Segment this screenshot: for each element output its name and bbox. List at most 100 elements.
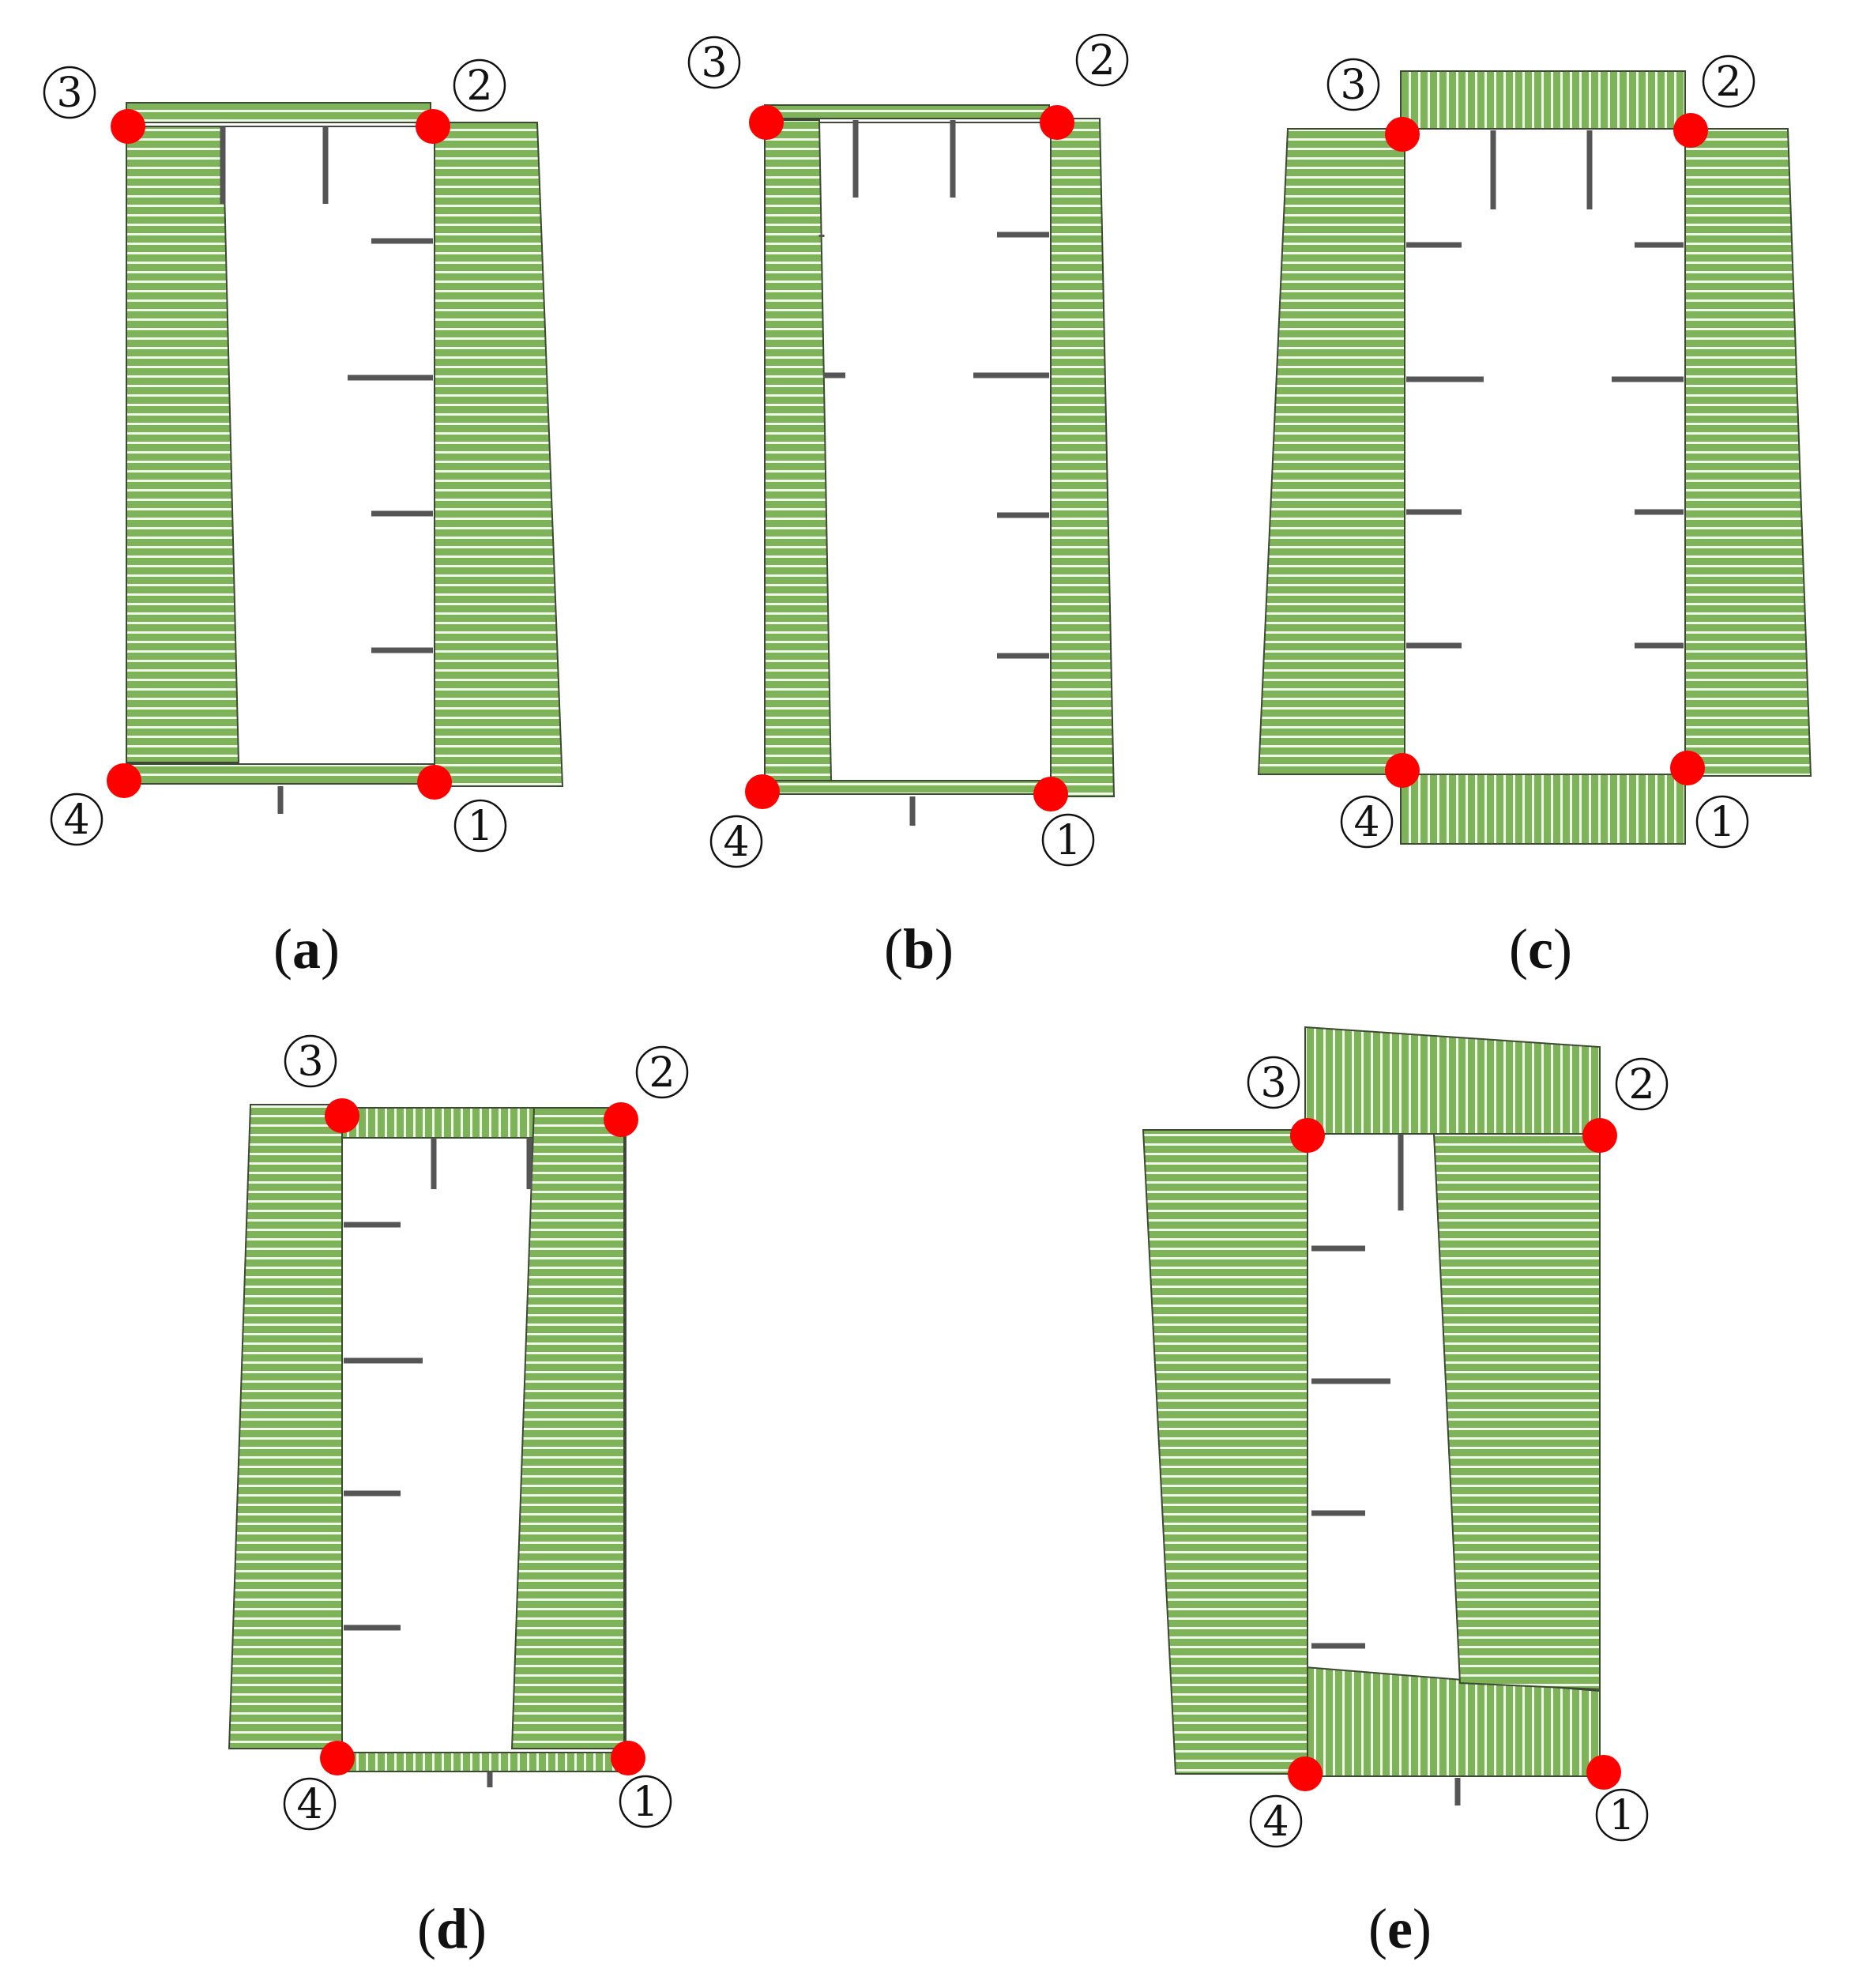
node-label-2: 2 xyxy=(635,1045,689,1099)
label-circle xyxy=(687,36,741,89)
node-marker xyxy=(745,774,780,809)
node-label-4: 4 xyxy=(709,815,763,868)
node-label-3: 3 xyxy=(1326,58,1380,111)
label-circle xyxy=(283,1777,337,1831)
panel-caption: (d) xyxy=(417,1897,487,1960)
label-text: 1 xyxy=(1055,817,1081,864)
label-text: 3 xyxy=(701,40,727,87)
diagram-beam-top xyxy=(341,1107,535,1139)
label-circle xyxy=(1595,1788,1649,1842)
diagram-column-right xyxy=(510,1107,625,1749)
panel-caption: (a) xyxy=(273,917,340,981)
label-circle xyxy=(1340,795,1394,849)
node-label-1: 1 xyxy=(1695,795,1749,849)
diagram-beam-top xyxy=(126,102,431,123)
node-marker xyxy=(1586,1755,1621,1790)
diagram-beam-top xyxy=(1304,1026,1601,1135)
node-label-3: 3 xyxy=(687,36,741,89)
node-marker xyxy=(416,109,450,144)
node-marker xyxy=(417,765,452,800)
diagram-beam-top xyxy=(1400,70,1686,130)
node-marker xyxy=(1288,1756,1323,1791)
label-text: 3 xyxy=(56,70,82,117)
diagram-beam-top xyxy=(764,104,1050,119)
node-label-2: 2 xyxy=(453,58,506,112)
panel-caption: (b) xyxy=(884,917,954,981)
label-text: 4 xyxy=(63,796,89,844)
node-marker xyxy=(1040,105,1074,140)
node-label-1: 1 xyxy=(1041,813,1095,867)
node-marker xyxy=(1673,113,1708,148)
diagram-column-right xyxy=(1684,128,1812,777)
label-circle xyxy=(1702,55,1755,108)
label-text: 2 xyxy=(466,62,492,110)
diagram-column-right xyxy=(434,122,564,787)
panel-a: 3 2 4 1 (a) xyxy=(43,58,564,981)
node-marker xyxy=(611,1741,645,1775)
diagram-column-right xyxy=(1050,118,1116,797)
panel-e: 3 2 4 1 (e) xyxy=(1142,1026,1669,1960)
node-label-4: 4 xyxy=(1249,1794,1303,1848)
node-label-4: 4 xyxy=(50,793,103,846)
label-circle xyxy=(43,66,96,119)
diagram-column-left xyxy=(126,126,240,763)
label-circle xyxy=(1075,33,1129,87)
node-label-1: 1 xyxy=(1595,1788,1649,1842)
node-marker xyxy=(107,763,141,798)
diagram-column-left xyxy=(1142,1129,1308,1775)
diagram-beam-bottom xyxy=(764,780,1052,795)
label-text: 4 xyxy=(296,1781,322,1828)
diagram-column-left xyxy=(1257,128,1405,775)
label-circle xyxy=(1249,1794,1303,1848)
label-text: 3 xyxy=(297,1038,323,1086)
label-text: 3 xyxy=(1340,62,1366,109)
label-circle xyxy=(284,1034,337,1088)
node-label-3: 3 xyxy=(284,1034,337,1088)
diagram-beam-bottom xyxy=(126,763,435,785)
panel-b: 3 2 4 1 (b) xyxy=(687,33,1129,981)
label-circle xyxy=(1041,813,1095,867)
label-circle xyxy=(453,799,507,853)
node-marker xyxy=(1385,117,1420,152)
label-text: 4 xyxy=(1353,799,1379,846)
node-marker xyxy=(604,1102,638,1137)
node-marker xyxy=(320,1741,355,1775)
label-text: 1 xyxy=(467,803,493,850)
label-text: 2 xyxy=(1628,1061,1654,1109)
label-text: 2 xyxy=(1715,58,1741,106)
node-label-4: 4 xyxy=(283,1777,337,1831)
diagram-beam-bottom xyxy=(341,1752,621,1772)
node-label-3: 3 xyxy=(43,66,96,119)
label-text: 2 xyxy=(1089,37,1115,85)
panel-caption: (e) xyxy=(1368,1897,1432,1960)
node-label-2: 2 xyxy=(1075,33,1129,87)
label-text: 1 xyxy=(632,1779,658,1826)
label-text: 4 xyxy=(723,819,749,866)
label-circle xyxy=(1615,1057,1669,1111)
panel-d: 3 2 4 1 (d) xyxy=(228,1034,689,1960)
node-marker xyxy=(111,109,145,144)
node-marker xyxy=(1290,1118,1325,1153)
label-circle xyxy=(619,1775,672,1828)
label-circle xyxy=(709,815,763,868)
panel-caption: (c) xyxy=(1509,917,1572,981)
panel-c: 3 2 4 1 (c) xyxy=(1257,55,1812,981)
label-circle xyxy=(635,1045,689,1099)
node-marker xyxy=(749,105,784,140)
node-marker xyxy=(325,1098,359,1133)
label-circle xyxy=(1247,1056,1300,1109)
label-text: 3 xyxy=(1260,1060,1286,1107)
diagram-column-left xyxy=(764,119,833,781)
node-label-3: 3 xyxy=(1247,1056,1300,1109)
diagram-column-right xyxy=(1432,1133,1601,1691)
label-text: 1 xyxy=(1609,1792,1635,1839)
node-label-2: 2 xyxy=(1615,1057,1669,1111)
node-marker xyxy=(1582,1118,1617,1153)
label-text: 2 xyxy=(649,1049,675,1097)
node-label-2: 2 xyxy=(1702,55,1755,108)
node-label-1: 1 xyxy=(453,799,507,853)
node-label-4: 4 xyxy=(1340,795,1394,849)
label-circle xyxy=(453,58,506,112)
label-circle xyxy=(50,793,103,846)
